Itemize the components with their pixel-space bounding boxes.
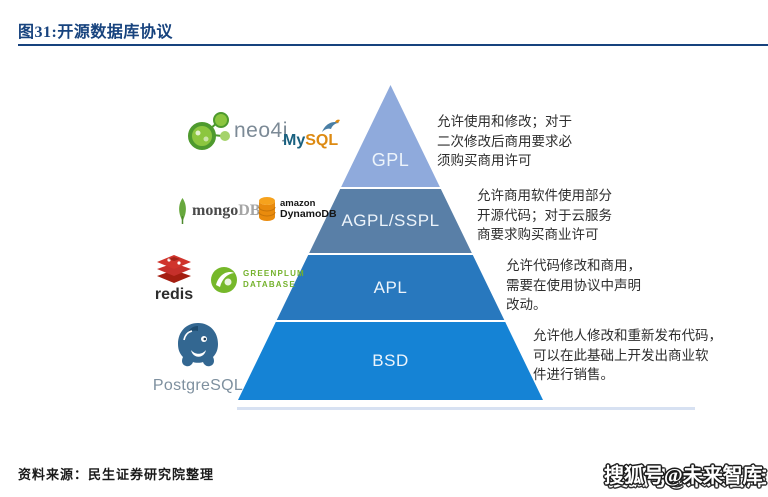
greenplum-wordmark: GREENPLUM DATABASE (243, 269, 305, 291)
postgresql-elephant-icon (178, 323, 218, 367)
band-divider (238, 320, 543, 322)
mysql-wordmark-my: My (283, 132, 306, 149)
greenplum-wordmark-line2: DATABASE (243, 280, 296, 289)
pyramid-level-bsd-label: BSD (372, 351, 409, 370)
mysql-dolphin-icon (322, 119, 340, 132)
dynamodb-wordmark-amazon: amazon (280, 198, 316, 209)
greenplum-icon (211, 267, 237, 293)
mysql-wordmark-sql: SQL (305, 132, 339, 149)
neo4j-icon (188, 112, 230, 150)
source-note: 资料来源：民生证券研究院整理 (18, 467, 215, 482)
mysql-wordmark: MySQL (283, 132, 338, 150)
pyramid-level-gpl-label: GPL (371, 150, 410, 170)
mongodb-leaf-icon (179, 198, 186, 224)
pyramid-level-agpl-sspl-label: AGPL/SSPL (341, 211, 440, 230)
greenplum-wordmark-line1: GREENPLUM (243, 269, 305, 279)
band-divider (238, 253, 543, 255)
redis-wordmark: redis (154, 286, 194, 303)
postgresql-wordmark: PostgreSQL (152, 377, 244, 394)
annotation-agpl-sspl: 允许商用软件使用部分 开源代码；对于云服务 商要求购买商业许可 (477, 188, 612, 243)
mongodb-wordmark: mongoDB (192, 202, 260, 220)
figure-title: 图31:开源数据库协议 (18, 24, 173, 41)
logo-neo4j: neo4j (186, 108, 288, 154)
logo-greenplum: GREENPLUM DATABASE (209, 265, 305, 295)
redis-icon (157, 255, 191, 283)
mongodb-wordmark-db: DB (238, 202, 261, 219)
logo-mongodb: mongoDB (176, 198, 260, 224)
logo-postgresql: PostgreSQL (150, 320, 246, 395)
dynamodb-wordmark-dynamodb: DynamoDB (280, 208, 337, 221)
neo4j-wordmark: neo4j (234, 119, 288, 142)
watermark-text-ghost: 搜狐号@未来智库 (608, 468, 767, 490)
annotation-apl: 允许代码修改和商用， 需要在使用协议中声明 改动。 (506, 258, 641, 313)
pyramid-level-apl-label: APL (373, 277, 408, 297)
logo-redis: redis (147, 254, 201, 304)
logo-dynamodb: amazon DynamoDB (257, 196, 337, 224)
mongodb-wordmark-mongo: mongo (192, 202, 239, 219)
dynamodb-wordmark: amazon DynamoDB (280, 198, 337, 221)
logo-mysql: MySQL (283, 119, 349, 161)
annotation-bsd: 允许他人修改和重新发布代码， 可以在此基础上开发出商业软 件进行销售。 (533, 328, 722, 383)
watermark: 搜狐号@未来智库 搜狐号@未来智库 (604, 459, 768, 495)
pyramid-base-shadow (237, 407, 695, 410)
annotation-gpl: 允许使用和修改；对于 二次修改后商用要求必 须购买商用许可 (437, 114, 572, 169)
band-divider (238, 187, 543, 189)
pyramid-level-bsd: BSD (238, 322, 543, 400)
watermark-text: 搜狐号@未来智库 (604, 465, 763, 487)
dynamodb-icon (258, 197, 276, 221)
title-divider (18, 44, 768, 46)
